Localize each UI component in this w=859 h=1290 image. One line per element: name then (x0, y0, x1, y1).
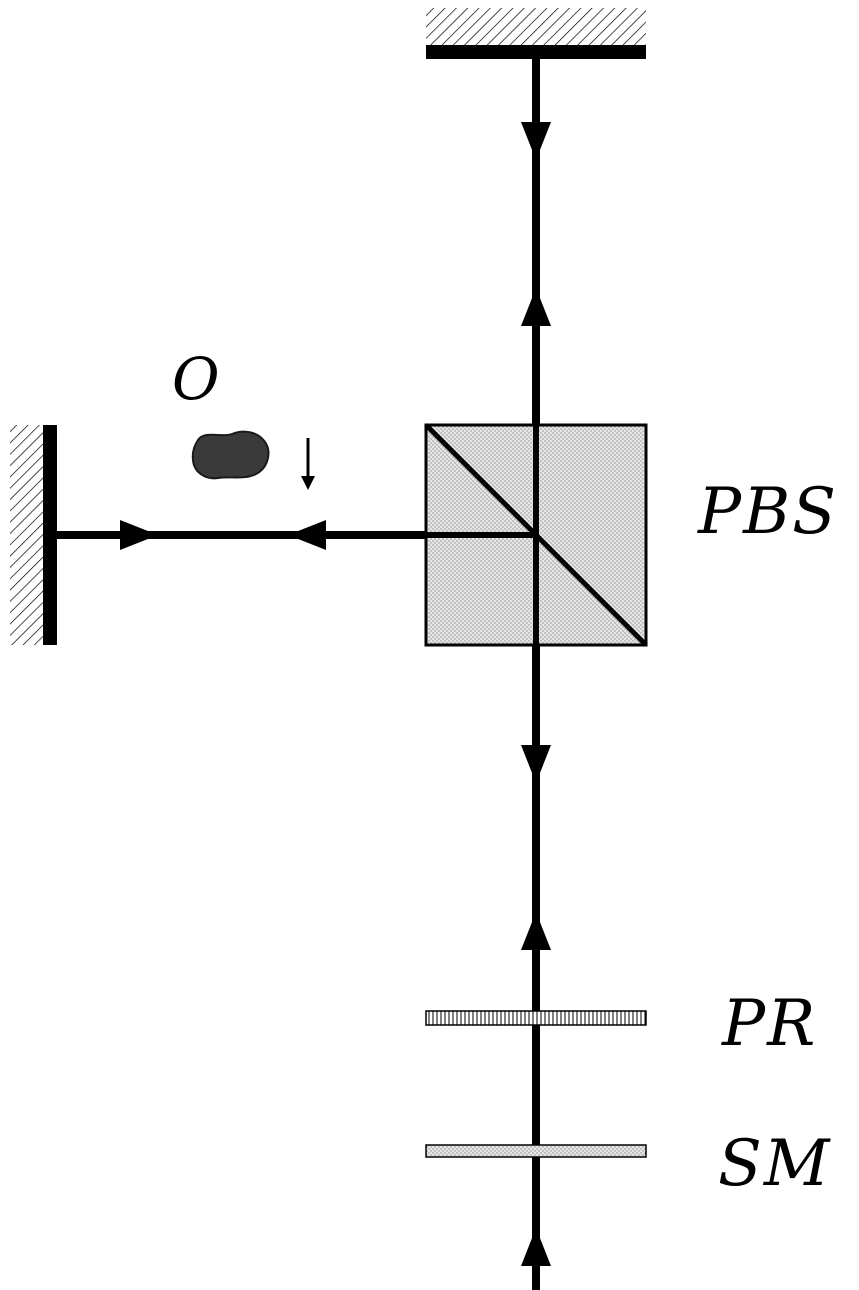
left-mirror (10, 425, 57, 645)
spatial-modulator-plate (425, 1144, 647, 1158)
arrow-up-middle (521, 912, 551, 950)
arrow-down-upper (521, 122, 551, 160)
pr-label: PR (722, 987, 818, 1061)
top-mirror (426, 8, 646, 59)
small-down-arrow-icon (301, 438, 315, 490)
arrow-up-upper (521, 288, 551, 326)
object-label: O (172, 345, 222, 413)
arrow-left-left-arm (288, 520, 326, 550)
arrow-down-middle (521, 745, 551, 783)
arrow-right-left-arm (120, 520, 158, 550)
polarization-rotator-plate (425, 1010, 647, 1026)
top-mirror-surface (426, 45, 646, 59)
object-blob (191, 430, 270, 480)
pbs-label: PBS (698, 475, 838, 549)
polarizing-beam-splitter (424, 423, 648, 647)
left-mirror-hatching (10, 425, 44, 645)
left-mirror-surface (43, 425, 57, 645)
arrow-up-bottom (521, 1228, 551, 1266)
sm-label: SM (718, 1127, 832, 1201)
top-mirror-hatching (426, 8, 646, 46)
